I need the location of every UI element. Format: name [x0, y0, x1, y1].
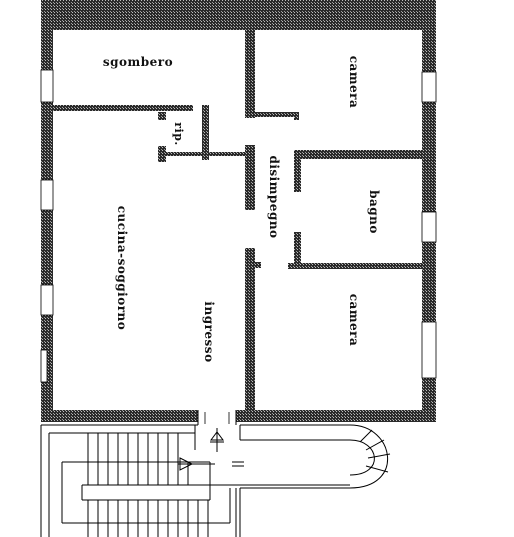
wall-camera-top-bottom-c [294, 150, 422, 159]
wall-camera-top-bottom-b [294, 112, 299, 120]
stair-direction-arrow [178, 457, 215, 471]
wall-bagno-left-bottom [294, 232, 301, 268]
label-camera-bottom: camera [347, 294, 361, 347]
bottom-wall-right [236, 410, 436, 422]
entrance-arrow [210, 428, 224, 452]
wall-rip-left-top [158, 112, 166, 120]
wall-rip-bottom [166, 152, 209, 156]
window-right-3 [421, 321, 437, 379]
wall-central-stub [255, 262, 261, 268]
label-sgombero: sgombero [103, 55, 173, 69]
wall-rip-right [202, 105, 209, 160]
left-exterior-wall [41, 28, 53, 422]
label-bagno: bagno [367, 190, 381, 234]
window-left-4 [40, 349, 48, 383]
wall-central-mid [245, 145, 255, 210]
window-left-2 [40, 179, 54, 211]
wall-rip-connector [209, 152, 245, 156]
label-disimpegno: disimpegno [267, 155, 281, 238]
staircase [40, 424, 391, 537]
wall-rip-left-bottom [158, 146, 166, 162]
wall-central-top [245, 28, 255, 118]
wall-central-bottom [245, 248, 255, 412]
window-right-2 [421, 211, 437, 243]
wall-bagno-bottom [288, 263, 422, 269]
label-camera-top: camera [347, 56, 361, 109]
wall-bagno-left-top [294, 150, 301, 192]
wall-sgombero-bottom [53, 105, 193, 111]
label-rip: rip. [172, 122, 185, 146]
bottom-wall-left [41, 410, 198, 422]
window-left-1 [40, 69, 54, 103]
label-ingresso: ingresso [202, 301, 216, 362]
window-left-3 [40, 284, 54, 316]
label-cucina-soggiorno: cucina-soggiorno [115, 206, 129, 331]
wall-camera-top-bottom-a [255, 112, 298, 117]
window-right-1 [421, 71, 437, 103]
top-exterior-wall [41, 0, 436, 30]
landing-marker [232, 461, 244, 467]
